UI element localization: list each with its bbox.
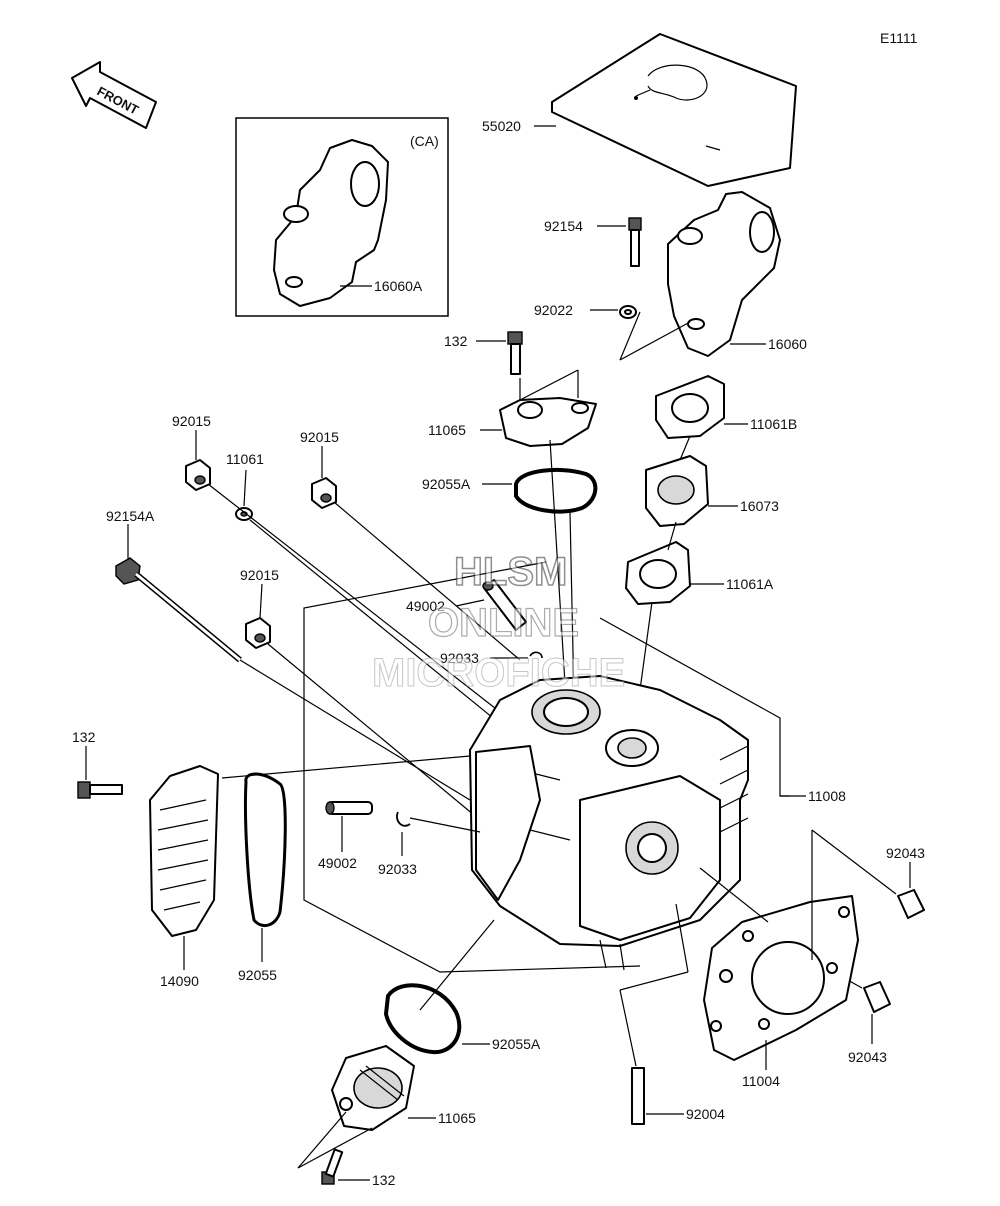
nut-92015-a: 92015 [172, 413, 211, 491]
cylinder-head-11008 [469, 675, 749, 971]
label-92033-top: 92033 [440, 650, 479, 666]
label-92055A-bottom: 92055A [492, 1036, 541, 1052]
washer-92022: 92022 [534, 302, 637, 319]
oring-92055A-top: 92055A [422, 467, 598, 514]
label-11065-top: 11065 [428, 422, 466, 438]
inset-label: (CA) [410, 133, 439, 149]
watermark-line2: ONLINE [428, 601, 579, 645]
stud-92004: 92004 [619, 903, 725, 1125]
label-132-bottom: 132 [372, 1172, 396, 1188]
label-132-left: 132 [72, 729, 96, 745]
label-14090: 14090 [160, 973, 199, 989]
dowel-92043-bottom: 92043 [811, 959, 891, 1065]
bolt-132-top: 132 [444, 331, 523, 375]
valve-guide-49002-top: 49002 [406, 579, 527, 631]
label-92015-a: 92015 [172, 413, 211, 429]
watermark-line3: MICROFICHE [372, 651, 625, 695]
assembly-guide-lines [549, 435, 691, 701]
watermark: HLSM ONLINE MICROFICHE [372, 549, 626, 695]
gasket-92055: 92055 [238, 772, 287, 983]
bracket-11008: 11008 [303, 561, 846, 973]
diagram-code: E1111 [880, 30, 918, 46]
valve-guide-49002-bottom: 49002 [318, 801, 373, 871]
label-11061: 11061 [226, 451, 264, 467]
part-55020-sheet: 55020 [482, 33, 797, 187]
front-arrow-icon: FRONT [71, 61, 157, 129]
label-92055A-top: 92055A [422, 476, 471, 492]
cover-11065-bottom: 11065 [297, 1045, 476, 1169]
nut-92015-b: 92015 [300, 429, 339, 509]
label-92055: 92055 [238, 967, 277, 983]
label-11061B: 11061B [750, 416, 797, 432]
gasket-11061A: 11061A [625, 541, 774, 605]
label-92154: 92154 [544, 218, 583, 234]
clip-92033-bottom: 92033 [378, 811, 481, 877]
watermark-line1: HLSM [454, 550, 567, 594]
inset-ca-box: (CA) 16060A [235, 117, 449, 317]
intake-pipe-16060: 16060 [619, 191, 807, 361]
stud-92154A: 92154A [106, 508, 242, 663]
label-92004: 92004 [686, 1106, 725, 1122]
label-11008: 11008 [808, 788, 846, 804]
label-16060A: 16060A [374, 278, 423, 294]
label-132-top: 132 [444, 333, 468, 349]
gasket-11004: 11004 [699, 830, 859, 1089]
label-11061A: 11061A [726, 576, 774, 592]
stud-guide-lines [207, 483, 521, 821]
label-49002-bottom: 49002 [318, 855, 357, 871]
bolt-132-bottom: 132 [321, 1148, 396, 1188]
label-92043-top: 92043 [886, 845, 925, 861]
cover-11065-top: 11065 [428, 369, 597, 447]
label-92043-bottom: 92043 [848, 1049, 887, 1065]
label-16073: 16073 [740, 498, 779, 514]
label-92015-b: 92015 [300, 429, 339, 445]
label-11004: 11004 [742, 1073, 780, 1089]
washer-11061: 11061 [226, 451, 264, 521]
nut-92015-c: 92015 [240, 567, 279, 649]
label-92022: 92022 [534, 302, 573, 318]
gasket-11061B: 11061B [655, 375, 797, 439]
dowel-92043-top: 92043 [811, 829, 925, 919]
label-11065-bottom: 11065 [438, 1110, 476, 1126]
label-49002-top: 49002 [406, 598, 445, 614]
label-16060: 16060 [768, 336, 807, 352]
label-92015-c: 92015 [240, 567, 279, 583]
clip-92033-top: 92033 [440, 650, 543, 666]
spacer-16073: 16073 [645, 455, 779, 527]
label-55020: 55020 [482, 118, 521, 134]
cover-14090: 14090 [149, 765, 219, 989]
bolt-92154: 92154 [544, 217, 642, 267]
label-92154A: 92154A [106, 508, 155, 524]
oring-92055A-bottom: 92055A [383, 919, 541, 1055]
label-92033-bottom: 92033 [378, 861, 417, 877]
